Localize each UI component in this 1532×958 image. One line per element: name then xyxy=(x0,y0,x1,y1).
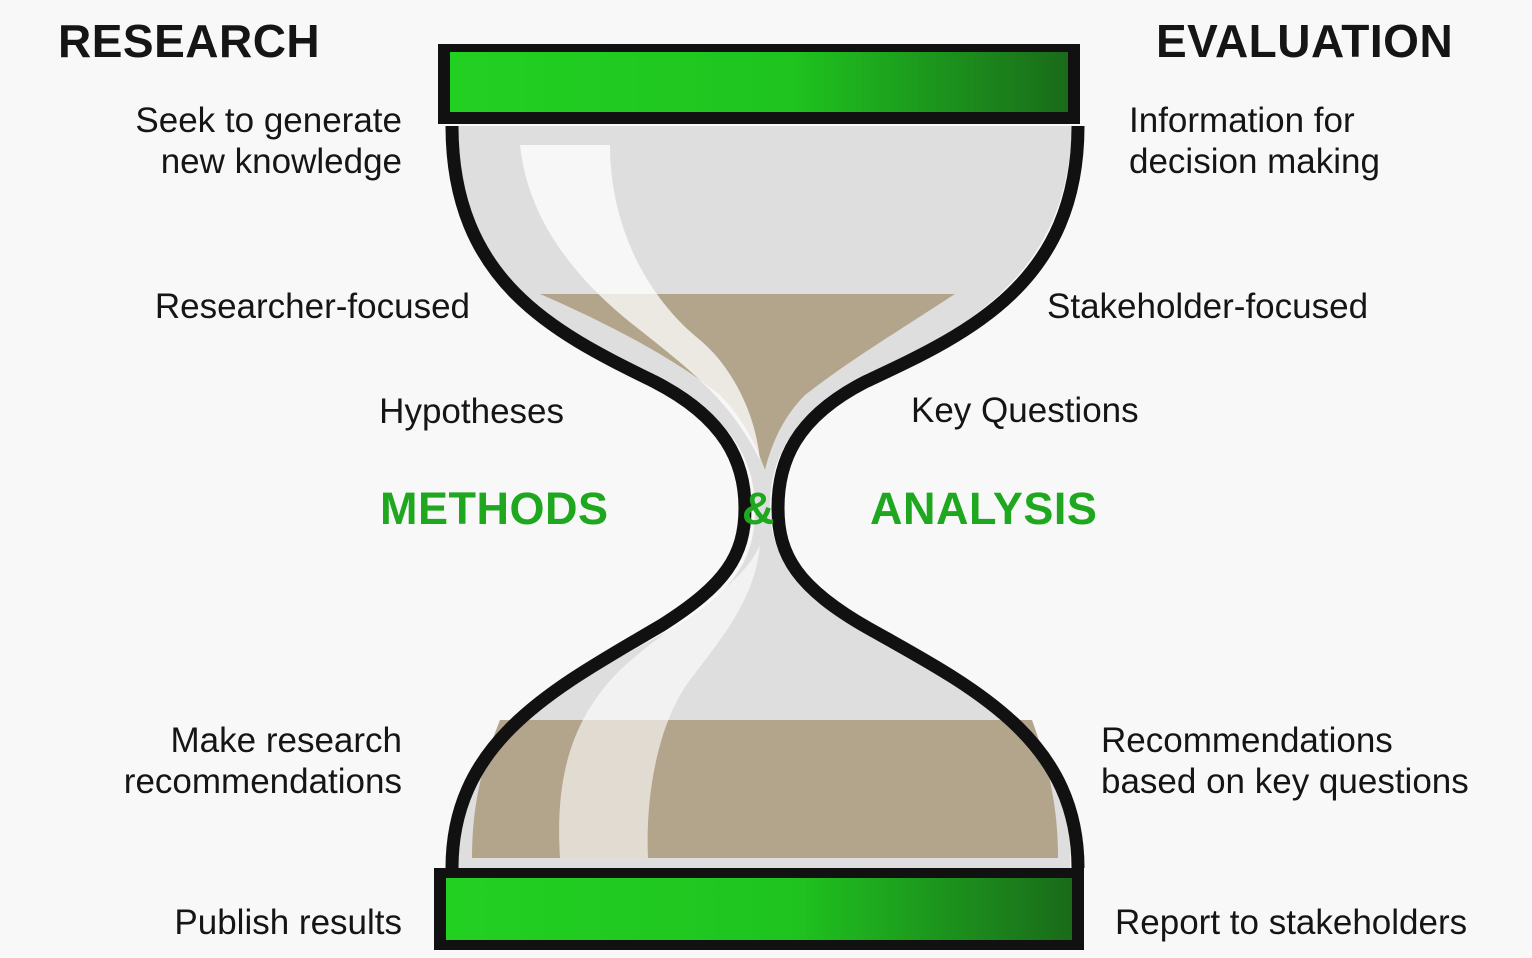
evaluation-focus: Stakeholder-focused xyxy=(1047,287,1369,326)
ampersand-label: & xyxy=(742,483,775,534)
glass-highlight-top xyxy=(520,145,760,460)
research-driver: Hypotheses xyxy=(379,392,564,431)
research-heading: RESEARCH xyxy=(58,15,321,67)
research-dissemination: Publish results xyxy=(174,903,402,942)
hourglass-outline xyxy=(445,125,1085,869)
methods-label: METHODS xyxy=(380,483,609,534)
evaluation-purpose: Information for decision making xyxy=(1129,101,1380,181)
research-output: Make research recommendations xyxy=(123,721,402,801)
upper-sand xyxy=(540,294,955,470)
evaluation-dissemination: Report to stakeholders xyxy=(1115,903,1468,942)
glass-highlight-bottom xyxy=(559,545,760,858)
evaluation-driver: Key Questions xyxy=(911,391,1139,430)
evaluation-output: Recommendations based on key questions xyxy=(1101,721,1469,801)
research-focus: Researcher-focused xyxy=(154,287,470,326)
evaluation-heading: EVALUATION xyxy=(1156,15,1454,67)
research-purpose: Seek to generate new knowledge xyxy=(135,101,402,181)
analysis-label: ANALYSIS xyxy=(870,483,1098,534)
